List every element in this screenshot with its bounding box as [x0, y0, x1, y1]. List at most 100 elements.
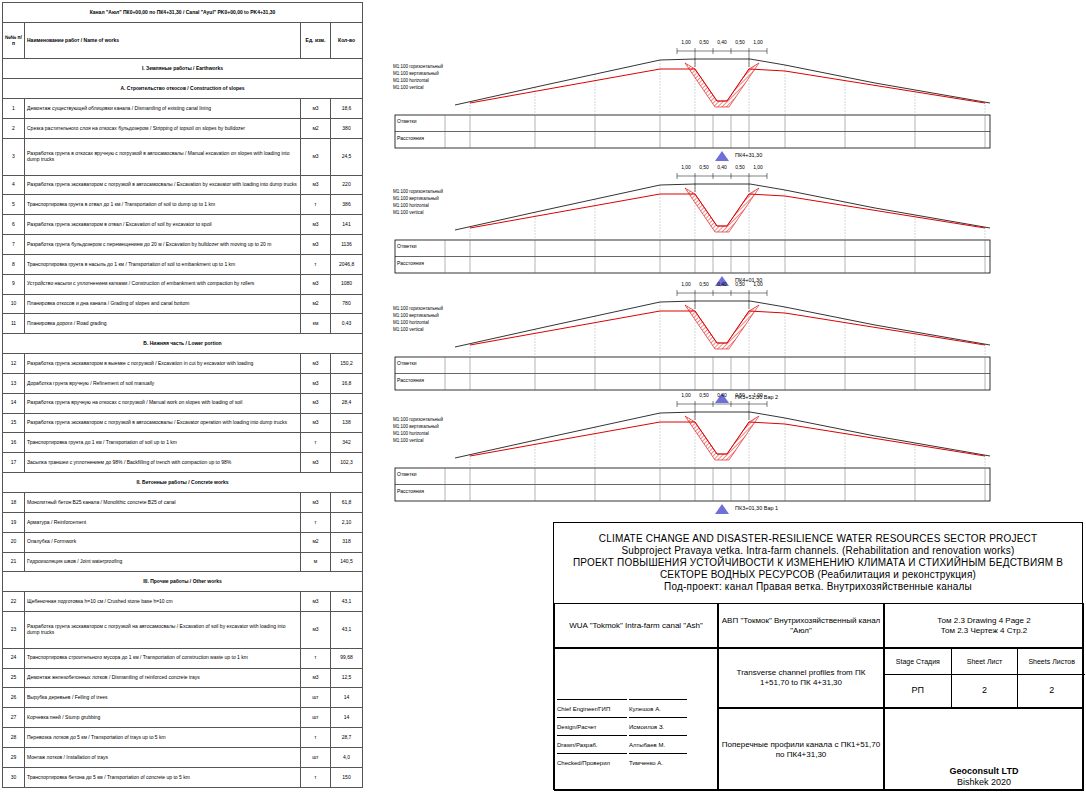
table-cell: 17: [3, 453, 25, 473]
signature-text: Drawn/Разраб.: [557, 742, 598, 748]
table-cell: 61,8: [331, 493, 363, 513]
table-cell: 26: [3, 688, 25, 708]
cell-text: Том 2.3 Drawing 4 Page 2: [937, 616, 1030, 626]
title-block: CLIMATE CHANGE AND DISASTER-RESILIENCE W…: [553, 522, 1083, 790]
table-cell: 0,43: [331, 314, 363, 334]
table-cell: 43,1: [331, 612, 363, 649]
table-cell: шт: [301, 708, 331, 728]
table-cell: шт: [301, 688, 331, 708]
table-cell: 9: [3, 274, 25, 294]
cell-text: Transverse channel profiles from ПК 1+51…: [721, 668, 881, 687]
table-cell: 13: [3, 373, 25, 393]
table-cell: 30: [3, 767, 25, 787]
table-cell: м3: [301, 274, 331, 294]
table-cell: Засыпка траншеи с уплотнением до 98% / B…: [25, 453, 301, 473]
table-cell: 24,5: [331, 138, 363, 175]
cell-text: Том 2.3 Чертеж 4 Стр.2: [941, 626, 1028, 636]
table-cell: т: [301, 728, 331, 748]
scale-label: М1:100 вертикальный: [393, 314, 439, 319]
table-cell: 5: [3, 195, 25, 215]
title-cell: Chief Engineer/ГИПКулешов А.Design/Расче…: [554, 648, 718, 791]
table-cell: 2046,8: [331, 254, 363, 274]
table-cell: м2: [301, 532, 331, 552]
table-cell: 21: [3, 552, 25, 572]
band-label: Расстояния: [397, 261, 424, 267]
cell-text: Bishkek 2020: [957, 777, 1011, 788]
table-cell: Корчевка пней / Stump grubbing: [25, 708, 301, 728]
table-cell: 318: [331, 532, 363, 552]
stage-cell: Sheet Лист: [952, 649, 1019, 675]
table-cell: 220: [331, 175, 363, 195]
cell-content: АВП "Токмок" Внутрихозяйственный канал "…: [721, 606, 881, 645]
stage-text: 2: [982, 686, 987, 696]
table-cell: 6: [3, 215, 25, 235]
table-cell: 140,5: [331, 552, 363, 572]
dimension: 0,50: [735, 393, 745, 399]
table-cell: 20: [3, 532, 25, 552]
band-label: Расстояния: [397, 136, 424, 142]
stage-text: Sheet Лист: [967, 658, 1002, 666]
table-cell: т: [301, 512, 331, 532]
table-cell: м3: [301, 175, 331, 195]
table-cell: 150,2: [331, 354, 363, 374]
table-cell: 780: [331, 294, 363, 314]
signature-text: Исмоилов З.: [629, 724, 664, 730]
table-cell: Гидроизоляция швов / Joint waterproofing: [25, 552, 301, 572]
scale-label: М1:100 horizontal: [393, 321, 429, 326]
table-cell: 18: [3, 493, 25, 513]
scale-label: М1:100 vertical: [393, 86, 424, 91]
table-cell: м3: [301, 493, 331, 513]
table-cell: 138: [331, 413, 363, 433]
cell-text: Geoconsult LTD: [950, 766, 1019, 777]
scale-label: М1:100 horizontal: [393, 204, 429, 209]
table-cell: Наименование работ / Name of works: [25, 22, 301, 59]
table-cell: м3: [301, 373, 331, 393]
table-cell: Демонтаж существующей облицовки канала /…: [25, 99, 301, 119]
table-cell: 11: [3, 314, 25, 334]
signature-cell: Checked/Проверил: [557, 753, 627, 771]
scale-label: М1:100 horizontal: [393, 432, 429, 437]
title-cell: Stage СтадияSheet ЛистSheets ЛистовРП22: [884, 648, 1084, 708]
table-cell: Вырубка деревьев / Felling of trees: [25, 688, 301, 708]
table-cell: шт: [301, 747, 331, 767]
table-cell: м3: [301, 138, 331, 175]
table-cell: м2: [301, 119, 331, 139]
table-cell: км: [301, 314, 331, 334]
table-cell: м: [301, 552, 331, 572]
table-cell: Транспортировка грунта до 1 км / Transpo…: [25, 433, 301, 453]
table-cell: Монолитный бетон B25 канала / Monolithic…: [25, 493, 301, 513]
dimension: 0,50: [699, 393, 709, 399]
table-cell: 16,8: [331, 373, 363, 393]
stage-text: Sheets Листов: [1028, 658, 1074, 666]
title-cell: АВП "Токмок" Внутрихозяйственный канал "…: [718, 603, 884, 648]
table-cell: Разработка грунта экскаватором в отвал /…: [25, 215, 301, 235]
dimension: 1,00: [681, 40, 691, 46]
table-cell: 29: [3, 747, 25, 767]
title-text: Под-проект: канал Правая ветка. Внутрихо…: [664, 581, 972, 593]
stage-cell: РП: [885, 675, 952, 707]
table-cell: 7: [3, 235, 25, 255]
dimension: 0,50: [735, 282, 745, 288]
stage-cell: Stage Стадия: [885, 649, 952, 675]
table-cell: Разработка грунта в откосах вручную с по…: [25, 138, 301, 175]
table-cell: Разработка грунта экскаватором с погрузк…: [25, 175, 301, 195]
signature-cell: Алтыбаев М.: [629, 735, 687, 753]
table-cell: 14: [331, 708, 363, 728]
table-cell: 8: [3, 254, 25, 274]
signature-text: Chief Engineer/ГИП: [557, 706, 610, 712]
table-cell: Разработка грунта вручную на откосах с п…: [25, 393, 301, 413]
table-cell: Демонтаж железобетонных лотков / Dismant…: [25, 668, 301, 688]
table-cell: Транспортировка строительного мусора до …: [25, 648, 301, 668]
signature-cell: Исмоилов З.: [629, 717, 687, 735]
title-cell: Transverse channel profiles from ПК 1+51…: [718, 648, 884, 708]
table-cell: Планировка дороги / Road grading: [25, 314, 301, 334]
table-cell: 25: [3, 668, 25, 688]
table-cell: Планировка откосов и дна канала / Gradin…: [25, 294, 301, 314]
table-cell: т: [301, 648, 331, 668]
table-cell: м3: [301, 592, 331, 612]
dimension: 1,00: [681, 393, 691, 399]
scale-label: М1:100 vertical: [393, 439, 424, 444]
table-cell: 141: [331, 215, 363, 235]
dimension: 0,50: [699, 165, 709, 171]
title-text: ПРОЕКТ ПОВЫШЕНИЯ УСТОЙЧИВОСТИ К ИЗМЕНЕНИ…: [558, 557, 1078, 581]
